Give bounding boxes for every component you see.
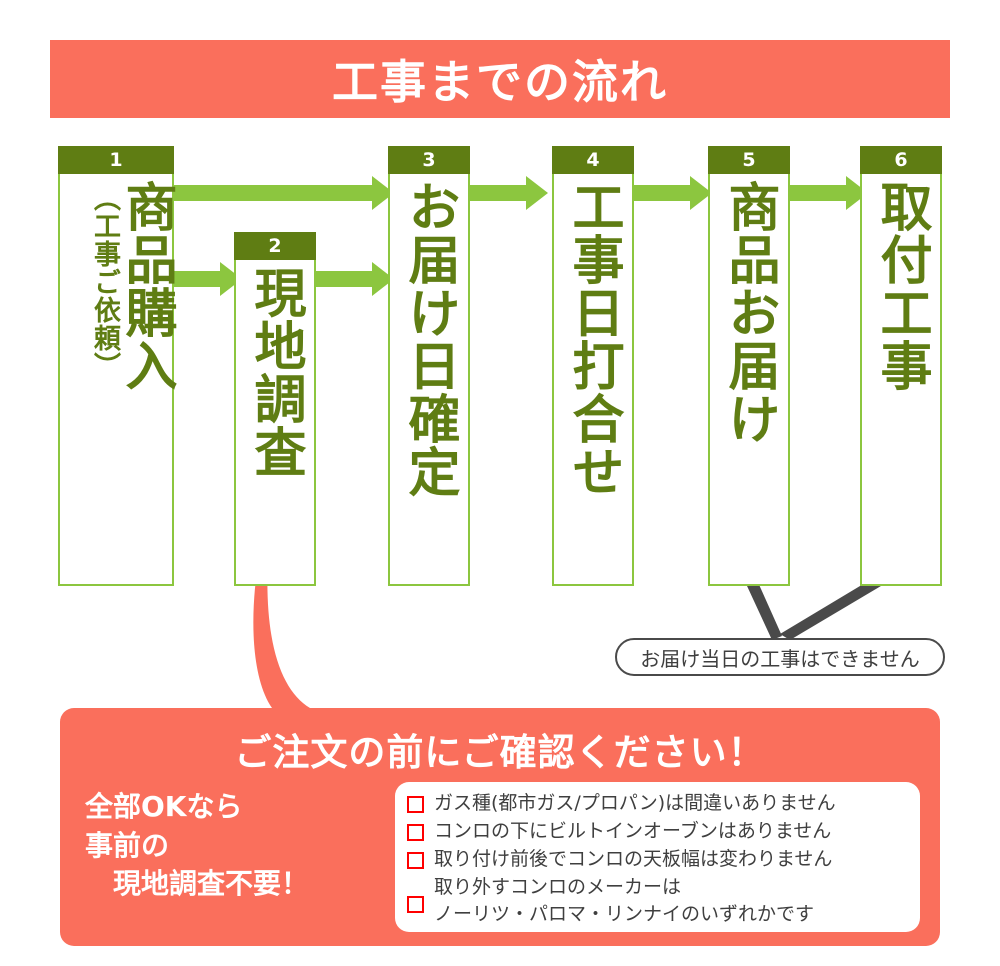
checkbox-icon[interactable] xyxy=(407,823,424,841)
checklist-item[interactable]: ガス種(都市ガス/プロパン)は間違いありません xyxy=(407,790,910,817)
checklist-item-text: 取り外すコンロのメーカーは xyxy=(434,875,682,898)
step-label-3: お届け日確定 xyxy=(399,180,459,498)
callout-delivery-day-note: お届け当日の工事はできません xyxy=(615,638,945,676)
step-number-6: 6 xyxy=(860,146,942,174)
step-box-1[interactable]: 1 商品購入 （工事ご依頼） xyxy=(58,146,176,586)
callout-text: お届け当日の工事はできません xyxy=(640,646,920,671)
checklist-item-text-line2: ノーリツ・パロマ・リンナイのいずれかです xyxy=(434,902,815,925)
confirmation-note: 全部OKなら 事前の 現地調査不要！ xyxy=(85,788,385,904)
step-number-3: 3 xyxy=(388,146,470,174)
checkbox-icon[interactable] xyxy=(407,895,424,913)
step-number-1: 1 xyxy=(58,146,174,174)
arrow-step3-to-step4 xyxy=(470,176,548,210)
note-line-2: 事前の xyxy=(85,828,170,862)
step-label-5: 商品お届け xyxy=(719,180,779,445)
note-line-3: 現地調査不要！ xyxy=(113,867,310,901)
checkbox-icon[interactable] xyxy=(407,851,424,869)
page-title: 工事までの流れ xyxy=(332,55,668,109)
checklist-item-text: 取り付け前後でコンロの天板幅は変わりません xyxy=(434,847,833,870)
checkbox-icon[interactable] xyxy=(407,796,424,813)
step-sublabel-1: （工事ご依頼） xyxy=(89,184,120,380)
arrow-step1-to-step3 xyxy=(172,176,394,210)
note-line-1: 全部OKなら xyxy=(85,790,243,823)
step-box-2[interactable]: 2 現地調査 xyxy=(234,232,316,586)
step-number-4: 4 xyxy=(552,146,634,174)
checklist-item-text: ガス種(都市ガス/プロパン)は間違いありません xyxy=(434,792,836,814)
step-box-5[interactable]: 5 商品お届け xyxy=(708,146,790,586)
confirmation-title: ご注文の前にご確認ください！ xyxy=(234,731,766,774)
step-number-2: 2 xyxy=(234,232,316,260)
step-number-5: 5 xyxy=(708,146,790,174)
arrow-step2-to-step3 xyxy=(316,262,394,296)
checklist-item[interactable]: 取り外すコンロのメーカーは ノーリツ・パロマ・リンナイのいずれかです xyxy=(407,874,910,928)
arrow-step4-to-step5 xyxy=(634,176,712,210)
step-box-6[interactable]: 6 取付工事 xyxy=(860,146,942,586)
step-label-4: 工事日打合せ xyxy=(563,180,623,498)
step-label-6: 取付工事 xyxy=(871,180,931,392)
confirmation-panel: ご注文の前にご確認ください！ 全部OKなら 事前の 現地調査不要！ ガス種(都市… xyxy=(60,708,940,946)
page-title-banner: 工事までの流れ xyxy=(50,40,950,118)
step-box-3[interactable]: 3 お届け日確定 xyxy=(388,146,470,586)
step-label-1: 商品購入 xyxy=(116,180,176,392)
checklist-item[interactable]: 取り付け前後でコンロの天板幅は変わりません xyxy=(407,846,910,873)
step-label-2: 現地調査 xyxy=(245,266,305,478)
checklist-item[interactable]: コンロの下にビルトインオーブンはありません xyxy=(407,818,910,845)
checklist-card: ガス種(都市ガス/プロパン)は間違いありません コンロの下にビルトインオーブンは… xyxy=(395,782,920,932)
step-box-4[interactable]: 4 工事日打合せ xyxy=(552,146,634,586)
arrow-step1-to-step2 xyxy=(172,262,242,296)
arrow-step5-to-step6 xyxy=(790,176,868,210)
checklist-item-text: コンロの下にビルトインオーブンはありません xyxy=(434,819,832,842)
